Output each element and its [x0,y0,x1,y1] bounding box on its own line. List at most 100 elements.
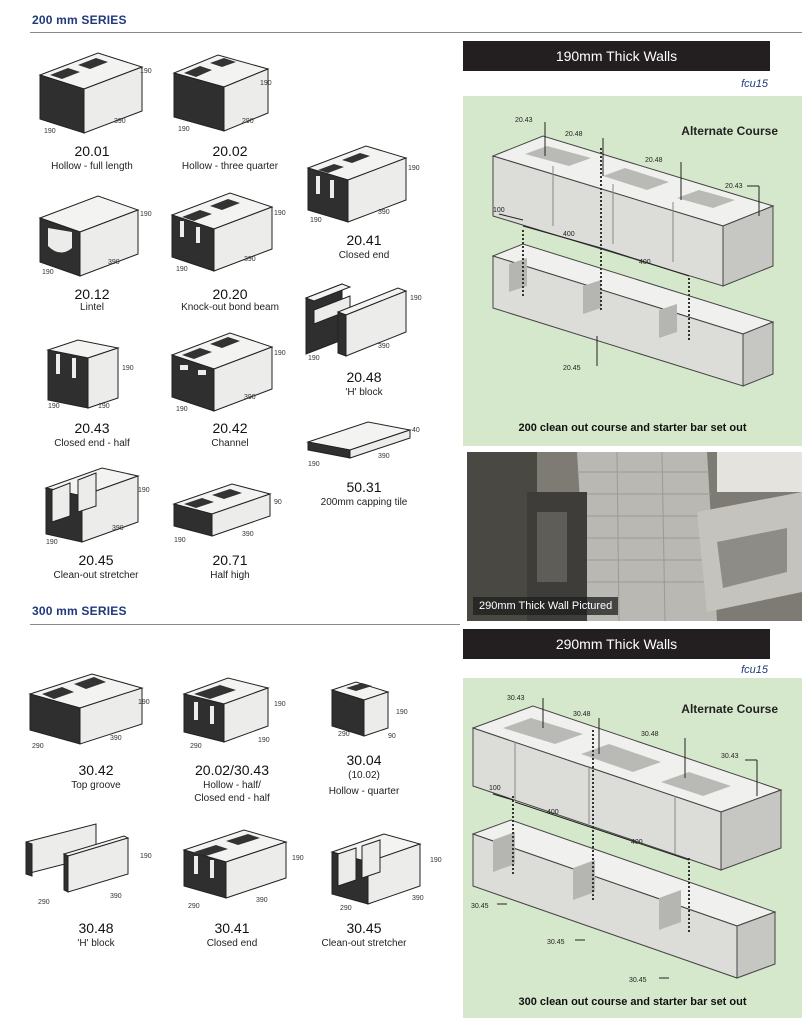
block-name: Hollow - quarter [328,786,400,797]
svg-text:30.48: 30.48 [573,711,591,718]
block-30-04-drawing: 190 290 90 [330,681,408,740]
block-code: 20.12 [74,286,110,302]
svg-text:190: 190 [258,737,270,744]
panel-190-title: Alternate Course [681,124,778,138]
block-name: 'H' block [77,938,115,949]
svg-text:290: 290 [32,743,44,750]
block-code: 20.02/30.43 [195,762,269,778]
block-code: 30.04 [346,752,382,768]
svg-text:390: 390 [108,259,120,266]
block-code: 20.41 [346,232,382,248]
ref-290: fcu15 [741,664,768,676]
block-name-line2: Closed end - half [194,793,270,804]
block-name: Closed end - half [54,438,130,449]
block-name: 200mm capping tile [320,497,408,508]
svg-text:190: 190 [178,126,190,133]
block-name: Hollow - three quarter [181,161,279,172]
svg-text:20.48: 20.48 [565,131,583,138]
block-code: 20.42 [212,420,248,436]
diagram-panel-290: 30.43 30.48 30.48 30.43 100 400 400 30.4… [463,678,802,1018]
svg-text:90: 90 [388,733,396,740]
svg-text:190: 190 [42,269,54,276]
block-20-12-drawing: 190 190 390 [38,195,152,277]
block-20-42-drawing: 190 190 390 [170,332,286,413]
block-30-42-drawing: 190 290 390 [28,673,150,750]
svg-text:290: 290 [190,743,202,750]
svg-text:190: 190 [430,857,442,864]
svg-text:190: 190 [310,217,322,224]
block-name: Half high [210,570,250,581]
block-30-45-drawing: 190 290 390 [330,833,442,912]
svg-text:30.45: 30.45 [471,903,489,910]
block-code: 20.71 [212,552,248,568]
svg-text:390: 390 [256,897,268,904]
block-20-71-drawing: 90 190 390 [172,483,282,544]
block-name: Knock-out bond beam [181,302,279,313]
svg-text:290: 290 [38,899,50,906]
svg-text:390: 390 [412,895,424,902]
svg-text:190: 190 [174,537,186,544]
series-300-rule [30,624,460,625]
block-name: Channel [211,438,249,449]
block-20-41-drawing: 190 190 390 [306,145,420,224]
svg-text:390: 390 [378,343,390,350]
block-20-48-drawing: 190 190 390 [304,283,422,362]
svg-text:30.48: 30.48 [641,731,659,738]
banner-290: 290mm Thick Walls [463,629,770,659]
block-30-43-drawing: 190 290 190 [182,677,286,750]
photo-caption: 290mm Thick Wall Pictured [473,597,619,615]
block-name: Hollow - half/ [203,780,261,791]
block-code: 20.02 [212,143,248,159]
block-code: 20.20 [212,286,248,302]
svg-text:20.48: 20.48 [645,157,663,164]
svg-text:390: 390 [110,893,122,900]
svg-text:190: 190 [308,355,320,362]
svg-text:390: 390 [112,525,124,532]
svg-text:30.43: 30.43 [507,695,525,702]
block-name: Lintel [80,302,104,313]
block-50-31-drawing: 40 190 390 [306,421,420,468]
svg-text:400: 400 [547,809,559,816]
diagram-panel-190: 20.43 20.48 20.48 20.43 100 400 400 20.4… [463,96,802,446]
wall-photo: 290mm Thick Wall Pictured [467,452,802,621]
svg-text:190: 190 [292,855,304,862]
wall-set-out-190-diagram: 20.43 20.48 20.48 20.43 100 400 400 20.4… [491,117,775,387]
svg-text:290: 290 [340,905,352,912]
svg-text:290: 290 [338,731,350,738]
block-name: Closed end [338,250,390,261]
svg-text:390: 390 [378,453,390,460]
block-code: 30.48 [78,920,114,936]
svg-text:390: 390 [244,256,256,263]
svg-text:390: 390 [114,118,126,125]
svg-text:290: 290 [242,118,254,125]
svg-text:190: 190 [408,165,420,172]
block-name: Clean-out stretcher [321,938,407,949]
block-name: Hollow - full length [51,161,133,172]
svg-text:290: 290 [188,903,200,910]
svg-text:390: 390 [110,735,122,742]
svg-text:190: 190 [274,210,286,217]
svg-text:190: 190 [44,128,56,135]
svg-text:400: 400 [639,259,651,266]
svg-text:190: 190 [410,295,422,302]
block-30-48-drawing: 190 290 390 [25,823,152,906]
svg-text:190: 190 [274,701,286,708]
svg-text:100: 100 [489,785,501,792]
svg-text:30.45: 30.45 [547,939,565,946]
block-20-45-drawing: 190 190 390 [44,467,150,546]
series-200-heading: 200 mm SERIES [32,13,127,27]
block-code: 20.43 [74,420,110,436]
block-code: 30.41 [214,920,250,936]
block-20-02-drawing: 190 190 290 [172,54,272,133]
panel-290-title: Alternate Course [681,702,778,716]
panel-190-caption: 200 clean out course and starter bar set… [518,422,747,434]
svg-text:190: 190 [98,403,110,410]
svg-text:30.45: 30.45 [629,977,647,984]
block-code: 20.01 [74,143,110,159]
svg-text:190: 190 [48,403,60,410]
block-code: 30.45 [346,920,382,936]
svg-text:20.43: 20.43 [725,183,743,190]
block-code: 20.48 [346,369,382,385]
svg-text:190: 190 [46,539,58,546]
banner-190: 190mm Thick Walls [463,41,770,71]
